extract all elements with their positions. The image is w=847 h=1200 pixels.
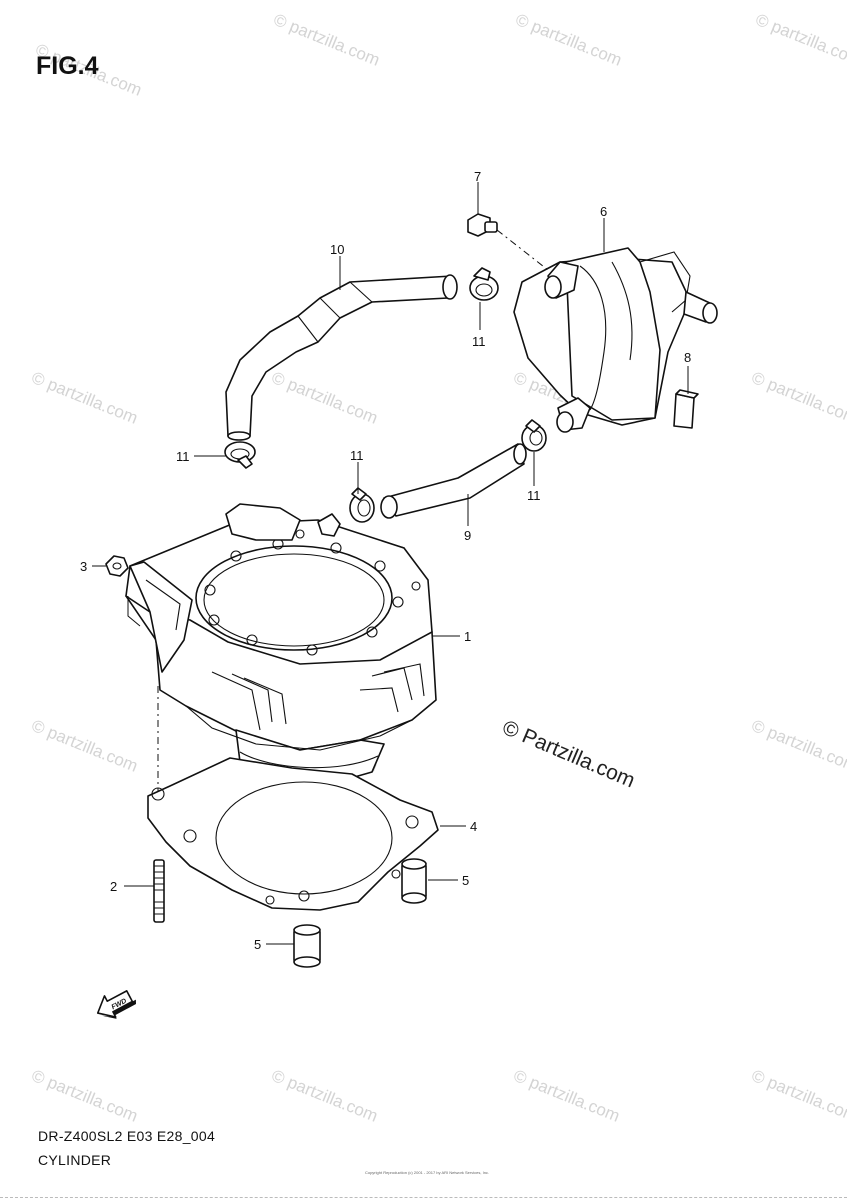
part-8-rubber-block[interactable] bbox=[673, 389, 699, 429]
bottom-dashed-rule bbox=[0, 1197, 847, 1198]
callout-6: 6 bbox=[600, 204, 607, 219]
part-11-clamp[interactable] bbox=[469, 267, 499, 301]
callout-8: 8 bbox=[684, 350, 691, 365]
part-10-hose[interactable] bbox=[225, 274, 458, 441]
part-5-dowel-pin[interactable] bbox=[401, 858, 427, 904]
callout-10: 10 bbox=[330, 242, 344, 257]
callout-4: 4 bbox=[470, 819, 477, 834]
callout-5: 5 bbox=[462, 873, 469, 888]
part-1-cylinder[interactable] bbox=[125, 503, 437, 785]
callout-1: 1 bbox=[464, 629, 471, 644]
callout-7: 7 bbox=[474, 169, 481, 184]
leader-line bbox=[127, 596, 141, 627]
part-9-hose[interactable] bbox=[380, 443, 527, 519]
part-3-nut[interactable] bbox=[105, 555, 129, 577]
part-2-stud-bolt[interactable] bbox=[153, 859, 165, 923]
part-11-clamp[interactable] bbox=[521, 419, 547, 452]
part-11-clamp[interactable] bbox=[224, 441, 256, 469]
callout-3: 3 bbox=[80, 559, 87, 574]
callout-11: 11 bbox=[350, 448, 364, 463]
figure-title: FIG.4 bbox=[36, 52, 99, 80]
callout-9: 9 bbox=[464, 528, 471, 543]
footer-copyright-notice: Copyright Reproduction (c) 2001 - 2017 b… bbox=[364, 1170, 490, 1175]
leader-lines bbox=[92, 182, 689, 945]
callout-11: 11 bbox=[472, 334, 486, 349]
section-name: CYLINDER bbox=[38, 1152, 112, 1168]
callout-11: 11 bbox=[176, 449, 190, 464]
callout-2: 2 bbox=[110, 879, 117, 894]
part-6-valve-housing[interactable] bbox=[513, 247, 718, 433]
part-7-bolt[interactable] bbox=[467, 213, 549, 271]
part-4-cylinder-gasket[interactable] bbox=[147, 757, 439, 911]
front-direction-arrow-icon: FWD bbox=[96, 990, 137, 1019]
part-5-dowel-pin[interactable] bbox=[293, 924, 321, 968]
part-11-clamp[interactable] bbox=[349, 487, 375, 523]
callout-11: 11 bbox=[527, 488, 541, 503]
callout-5: 5 bbox=[254, 937, 261, 952]
model-code: DR-Z400SL2 E03 E28_004 bbox=[38, 1128, 216, 1144]
